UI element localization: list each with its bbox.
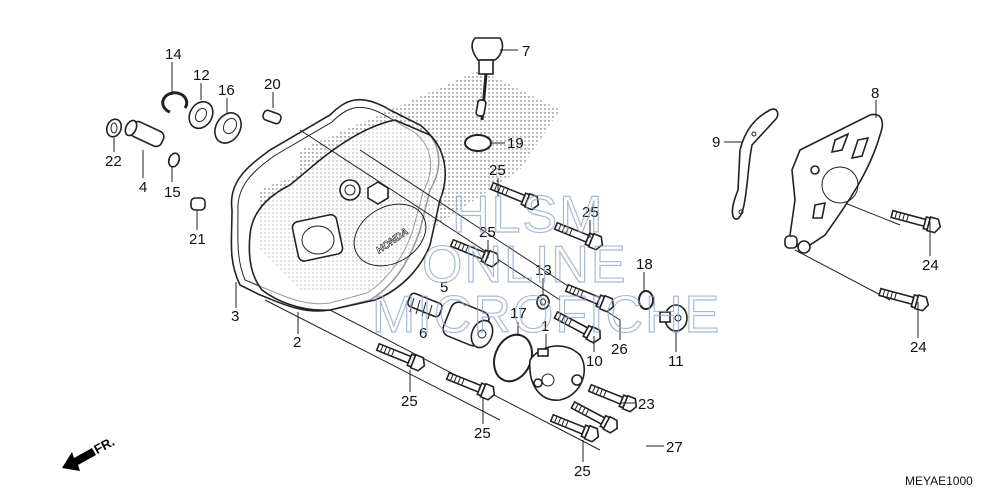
o-ring-small[interactable] <box>167 152 181 169</box>
callout-25-b[interactable]: 25 <box>582 204 599 221</box>
diagram-code: MEYAE1000 <box>905 474 973 488</box>
oil-filler-cap-dipstick[interactable] <box>471 37 504 121</box>
callout-21[interactable]: 21 <box>189 231 206 248</box>
callout-14[interactable]: 14 <box>165 46 182 63</box>
guard-plate[interactable] <box>731 108 779 220</box>
callout-4[interactable]: 4 <box>139 179 147 196</box>
callout-6[interactable]: 6 <box>419 325 427 342</box>
callout-25-d[interactable]: 25 <box>401 393 418 410</box>
callout-8[interactable]: 8 <box>871 85 879 102</box>
callout-7[interactable]: 7 <box>522 43 530 60</box>
callout-10[interactable]: 10 <box>586 353 603 370</box>
callout-24-b[interactable]: 24 <box>910 339 927 356</box>
left-crankcase-cover[interactable]: HONDA <box>248 119 446 311</box>
callout-3[interactable]: 3 <box>231 308 239 325</box>
callout-22[interactable]: 22 <box>105 153 122 170</box>
spring[interactable] <box>407 292 444 320</box>
callout-17[interactable]: 17 <box>510 305 527 322</box>
front-label: FR. <box>91 434 117 457</box>
callout-26[interactable]: 26 <box>611 341 628 358</box>
bolt-25d[interactable] <box>374 339 428 374</box>
bolt-24b[interactable] <box>877 284 931 313</box>
callout-1[interactable]: 1 <box>541 318 549 335</box>
bolt-23[interactable] <box>586 380 640 415</box>
snap-ring[interactable] <box>161 91 189 114</box>
callout-9[interactable]: 9 <box>712 134 720 151</box>
callout-24-a[interactable]: 24 <box>922 257 939 274</box>
callout-20[interactable]: 20 <box>264 76 281 93</box>
callout-25-e[interactable]: 25 <box>474 425 491 442</box>
bolt-24a[interactable] <box>889 206 943 235</box>
callout-5[interactable]: 5 <box>440 279 448 296</box>
watermark: HLSM ONLINE MICROFICHE <box>371 185 721 344</box>
callout-16[interactable]: 16 <box>218 82 235 99</box>
o-ring-filler[interactable] <box>464 134 492 152</box>
watermark-line-1: HLSM <box>452 186 604 244</box>
shaft-collar[interactable] <box>123 119 166 149</box>
dowel-pin-20[interactable] <box>262 109 282 125</box>
drain-bolt[interactable] <box>659 304 688 332</box>
bearing[interactable] <box>210 108 247 148</box>
front-arrow-icon <box>62 448 96 471</box>
oil-filter[interactable] <box>441 300 497 351</box>
callout-12[interactable]: 12 <box>193 67 210 84</box>
callout-19[interactable]: 19 <box>507 135 524 152</box>
dowel-pin-21[interactable] <box>190 197 206 211</box>
callout-18[interactable]: 18 <box>636 256 653 273</box>
watermark-line-3: MICROFICHE <box>372 286 721 344</box>
callout-25-a[interactable]: 25 <box>489 162 506 179</box>
callout-leaders <box>113 49 931 462</box>
callout-25-f[interactable]: 25 <box>574 463 591 480</box>
watermark-line-2: ONLINE <box>422 236 628 294</box>
front-direction-indicator: FR. <box>62 434 117 471</box>
callout-11[interactable]: 11 <box>668 353 684 370</box>
callout-labels: 14 12 16 20 22 4 15 21 3 2 7 19 25 25 25… <box>105 43 939 480</box>
oil-seal-small[interactable] <box>104 117 123 139</box>
callout-25-c[interactable]: 25 <box>479 224 496 241</box>
callout-27[interactable]: 27 <box>666 439 683 456</box>
callout-2[interactable]: 2 <box>293 334 301 351</box>
oil-filter-cover[interactable] <box>529 345 585 401</box>
oil-seal[interactable] <box>184 97 217 132</box>
sealing-washer[interactable] <box>638 290 654 310</box>
callout-23[interactable]: 23 <box>638 396 655 413</box>
callout-15[interactable]: 15 <box>164 184 181 201</box>
callout-13[interactable]: 13 <box>535 262 552 279</box>
drive-sprocket-guard[interactable] <box>784 113 884 254</box>
